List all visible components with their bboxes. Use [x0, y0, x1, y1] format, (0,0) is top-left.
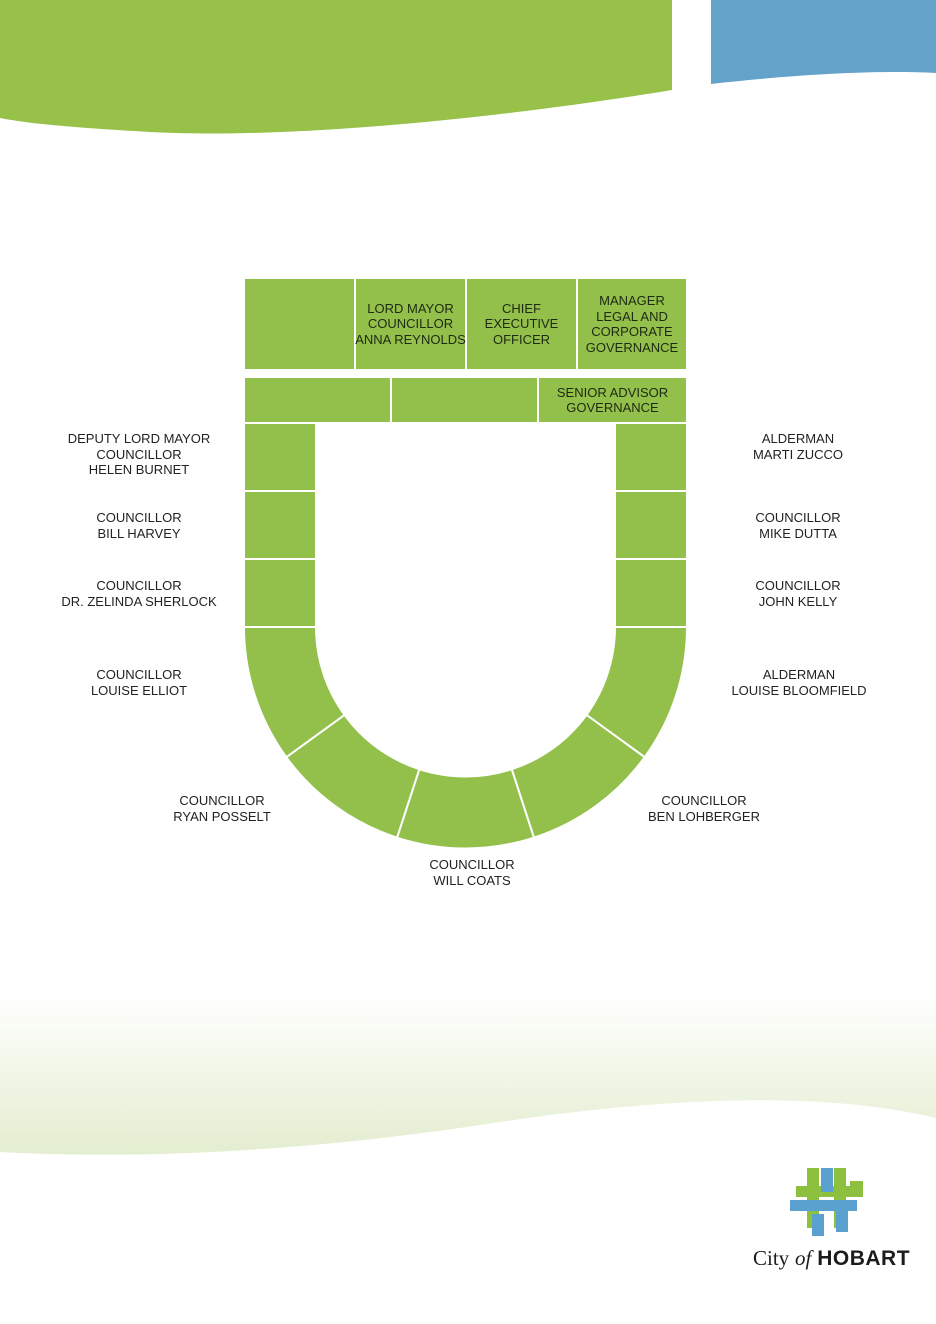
label-ben-lohberger: COUNCILLOR BEN LOHBERGER: [648, 793, 760, 824]
seat-will-coats: [395, 767, 536, 850]
kelly-line-1: COUNCILLOR: [755, 578, 841, 593]
label-senior-advisor: SENIOR ADVISOR GOVERNANCE: [538, 377, 687, 423]
seat-second-empty-1: [243, 376, 392, 424]
city-of-hobart-wordmark: City of HOBART: [753, 1246, 910, 1271]
lord-mayor-line-3: ANNA REYNOLDS: [355, 331, 466, 347]
bloomfield-line-1: ALDERMAN: [762, 667, 836, 682]
ceo-line-3: OFFICER: [492, 331, 551, 347]
seat-deputy-lord-mayor: [243, 422, 317, 492]
manager-line-3: CORPORATE: [591, 324, 673, 339]
label-louise-elliot: COUNCILLOR LOUISE ELLIOT: [91, 667, 187, 698]
manager-line-2: LEGAL AND: [596, 308, 668, 324]
posselt-line-1: COUNCILLOR: [179, 793, 265, 808]
label-will-coats: COUNCILLOR WILL COATS: [429, 857, 514, 888]
label-manager-legal: MANAGER LEGAL AND CORPORATE GOVERNANCE: [577, 278, 687, 370]
label-deputy-lord-mayor: DEPUTY LORD MAYOR COUNCILLOR HELEN BURNE…: [68, 431, 211, 478]
ceo-line-1: CHIEF: [502, 300, 541, 316]
label-marti-zucco: ALDERMAN MARTI ZUCCO: [753, 431, 843, 462]
deputy-line-3: HELEN BURNET: [88, 462, 190, 477]
ceo-line-2: EXECUTIVE: [484, 316, 559, 332]
dutta-line-1: COUNCILLOR: [755, 510, 841, 525]
seat-top-empty: [243, 277, 356, 371]
seat-zelinda-sherlock: [243, 558, 317, 628]
deputy-line-1: DEPUTY LORD MAYOR: [67, 431, 211, 446]
seat-john-kelly: [614, 558, 688, 628]
harvey-line-2: BILL HARVEY: [97, 525, 181, 541]
logo-city: City: [753, 1246, 790, 1270]
kelly-line-2: JOHN KELLY: [758, 593, 838, 609]
logo-of: of: [795, 1246, 812, 1270]
elliot-line-2: LOUISE ELLIOT: [90, 682, 188, 698]
label-ryan-posselt: COUNCILLOR RYAN POSSELT: [173, 793, 271, 824]
lord-mayor-line-2: COUNCILLOR: [367, 316, 454, 332]
label-bill-harvey: COUNCILLOR BILL HARVEY: [96, 510, 181, 541]
right-column: [614, 422, 688, 628]
posselt-line-2: RYAN POSSELT: [173, 808, 271, 824]
header-blue-wave: [711, 0, 936, 84]
left-column: [243, 422, 317, 628]
seat-senior-advisor: [537, 376, 688, 424]
label-lord-mayor: LORD MAYOR COUNCILLOR ANNA REYNOLDS: [355, 278, 466, 370]
coats-line-1: COUNCILLOR: [429, 857, 515, 872]
manager-line-4: GOVERNANCE: [585, 339, 679, 355]
sherlock-line-2: DR. ZELINDA SHERLOCK: [61, 593, 217, 609]
senior-advisor-line-1: SENIOR ADVISOR: [556, 384, 669, 400]
lohberger-line-1: COUNCILLOR: [661, 793, 747, 808]
coats-line-2: WILL COATS: [433, 872, 511, 888]
zucco-line-2: MARTI ZUCCO: [752, 446, 844, 462]
curved-seats: [242, 626, 689, 850]
seat-manager-legal: [576, 277, 688, 371]
seat-ceo: [465, 277, 578, 371]
harvey-line-1: COUNCILLOR: [96, 510, 182, 525]
lord-mayor-line-1: LORD MAYOR: [367, 300, 454, 316]
label-zelinda-sherlock: COUNCILLOR DR. ZELINDA SHERLOCK: [61, 578, 216, 609]
elliot-line-1: COUNCILLOR: [96, 667, 182, 682]
logo-hobart: HOBART: [817, 1247, 911, 1270]
manager-line-1: MANAGER: [599, 293, 665, 308]
seat-marti-zucco: [614, 422, 688, 492]
senior-advisor-line-2: GOVERNANCE: [566, 400, 659, 415]
label-ceo: CHIEF EXECUTIVE OFFICER: [466, 278, 577, 370]
header-decoration: [0, 0, 936, 134]
bloomfield-line-2: LOUISE BLOOMFIELD: [731, 682, 867, 698]
deputy-line-2: COUNCILLOR: [96, 446, 182, 462]
seat-mike-dutta: [614, 490, 688, 560]
second-row: [243, 376, 688, 424]
dutta-line-2: MIKE DUTTA: [759, 525, 837, 541]
seat-bill-harvey: [243, 490, 317, 560]
sherlock-line-1: COUNCILLOR: [96, 578, 182, 593]
label-mike-dutta: COUNCILLOR MIKE DUTTA: [755, 510, 840, 541]
seat-louise-elliot: [242, 626, 346, 759]
label-john-kelly: COUNCILLOR JOHN KELLY: [755, 578, 840, 609]
zucco-line-1: ALDERMAN: [761, 431, 835, 446]
header-green-wave: [0, 0, 672, 134]
label-louise-bloomfield: ALDERMAN LOUISE BLOOMFIELD: [731, 667, 866, 698]
top-row: [243, 277, 688, 371]
lohberger-line-2: BEN LOHBERGER: [648, 808, 760, 824]
seat-second-empty-2: [390, 376, 539, 424]
